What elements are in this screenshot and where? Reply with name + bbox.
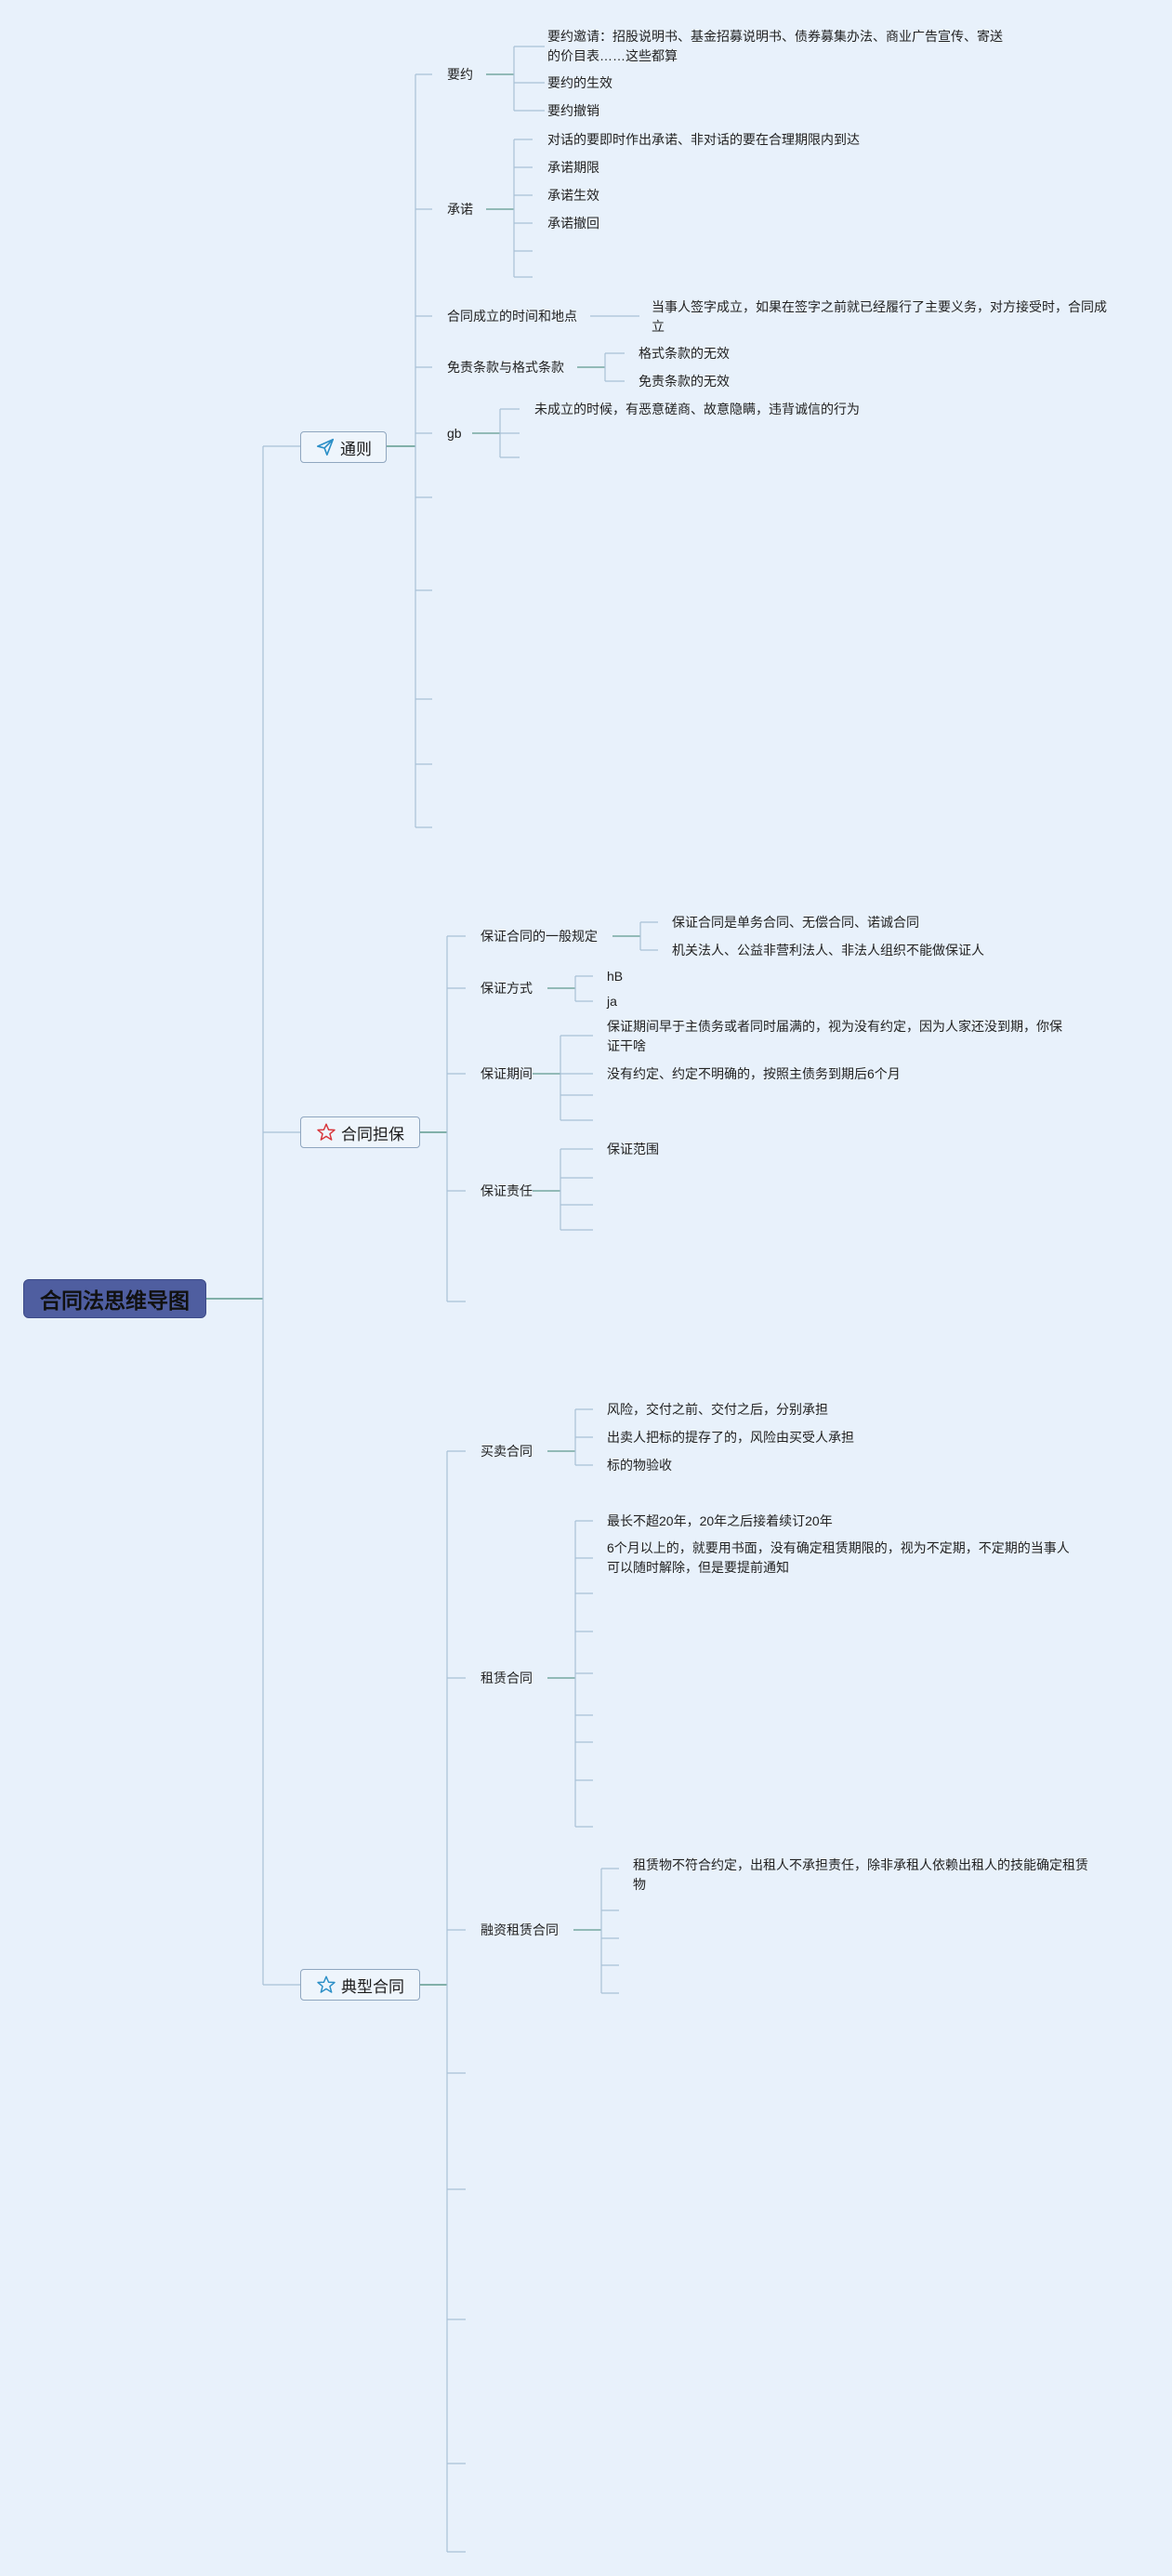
leaf-acceptance-period[interactable]: 承诺期限	[547, 160, 599, 175]
leaf-formation-signing[interactable]: 当事人签字成立，如果在签字之前就已经履行了主要义务，对方接受时，合同成立	[652, 299, 1107, 334]
leaf-gb-bad-faith[interactable]: 未成立的时候，有恶意磋商、故意隐瞒，违背诚信的行为	[534, 402, 860, 416]
subtopic-formation[interactable]: 合同成立的时间和地点	[447, 309, 577, 324]
leaf-method-ja[interactable]: ja	[607, 994, 617, 1009]
leaf-sale-risk[interactable]: 风险，交付之前、交付之后，分别承担	[607, 1402, 828, 1417]
subtopic-guarantee-method[interactable]: 保证方式	[481, 981, 533, 996]
topic-general-label: 通则	[340, 440, 372, 458]
subtopic-gb[interactable]: gb	[447, 426, 462, 441]
subtopic-guarantee-liability[interactable]: 保证责任	[481, 1183, 533, 1198]
leaf-period-six-months[interactable]: 没有约定、约定不明确的，按照主债务到期后6个月	[607, 1066, 901, 1081]
leaf-guarantee-not-eligible[interactable]: 机关法人、公益非营利法人、非法人组织不能做保证人	[672, 943, 984, 958]
topic-general[interactable]: 通则	[300, 431, 387, 463]
leaf-offer-invitation[interactable]: 要约邀请：招股说明书、基金招募说明书、债券募集办法、商业广告宣传、寄送的价目表……	[547, 29, 1003, 63]
leaf-method-hb[interactable]: hB	[607, 969, 624, 984]
leaf-lease-max-term[interactable]: 最长不超20年，20年之后接着续订20年	[607, 1513, 833, 1528]
leaf-acceptance-timely[interactable]: 对话的要即时作出承诺、非对话的要在合理期限内到达	[547, 132, 860, 147]
leaf-finlease-liability[interactable]: 租赁物不符合约定，出租人不承担责任，除非承租人依赖出租人的技能确定租赁物	[633, 1857, 1088, 1892]
leaf-acceptance-effect[interactable]: 承诺生效	[547, 188, 599, 203]
subtopic-finance-lease[interactable]: 融资租赁合同	[481, 1922, 559, 1937]
subtopic-lease[interactable]: 租赁合同	[481, 1671, 533, 1685]
topic-guarantee-label: 合同担保	[341, 1125, 404, 1143]
star-outline-icon	[316, 1975, 336, 1995]
leaf-lease-written[interactable]: 6个月以上的，就要用书面，没有确定租赁期限的，视为不定期，不定期的当事人可以随时…	[607, 1540, 1070, 1575]
subtopic-guarantee-rules[interactable]: 保证合同的一般规定	[481, 929, 598, 944]
subtopic-exemption[interactable]: 免责条款与格式条款	[447, 360, 564, 375]
star-outline-icon	[316, 1122, 336, 1143]
subtopic-guarantee-period[interactable]: 保证期间	[481, 1066, 533, 1081]
paper-plane-icon	[315, 437, 336, 457]
topic-typical-label: 典型合同	[341, 1977, 404, 1996]
leaf-period-early[interactable]: 保证期间早于主债务或者同时届满的，视为没有约定，因为人家还没到期，你保证干啥	[607, 1019, 1062, 1053]
root-node[interactable]: 合同法思维导图	[23, 1279, 206, 1318]
subtopic-acceptance[interactable]: 承诺	[447, 202, 473, 217]
leaf-liability-scope[interactable]: 保证范围	[607, 1142, 659, 1156]
leaf-offer-revoke[interactable]: 要约撤销	[547, 103, 599, 118]
topic-guarantee[interactable]: 合同担保	[300, 1116, 420, 1148]
leaf-format-clause-invalid[interactable]: 格式条款的无效	[639, 346, 730, 361]
subtopic-offer[interactable]: 要约	[447, 67, 473, 82]
leaf-exemption-clause-invalid[interactable]: 免责条款的无效	[639, 374, 730, 389]
leaf-sale-inspection[interactable]: 标的物验收	[607, 1458, 672, 1473]
subtopic-sale[interactable]: 买卖合同	[481, 1444, 533, 1459]
leaf-acceptance-withdraw[interactable]: 承诺撤回	[547, 216, 599, 231]
topic-typical[interactable]: 典型合同	[300, 1969, 420, 2001]
root-label: 合同法思维导图	[40, 1288, 190, 1313]
leaf-sale-deposit[interactable]: 出卖人把标的提存了的，风险由买受人承担	[607, 1430, 854, 1445]
leaf-offer-effect[interactable]: 要约的生效	[547, 75, 612, 90]
leaf-guarantee-unilateral[interactable]: 保证合同是单务合同、无偿合同、诺诚合同	[672, 915, 919, 930]
